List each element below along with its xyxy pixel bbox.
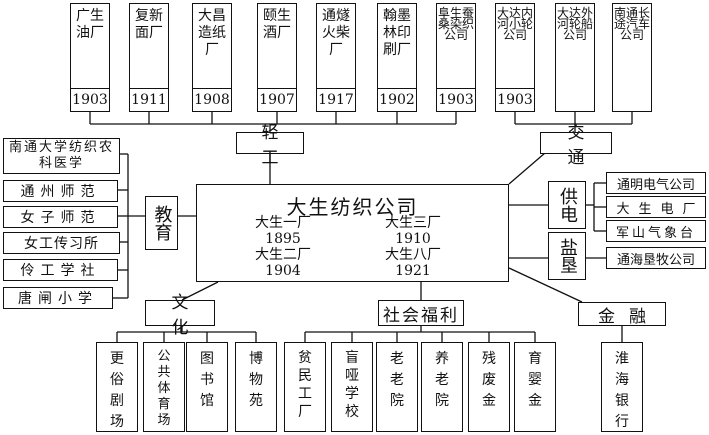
factory-dachang-paper: 大昌造纸厂 1908 (192, 3, 232, 112)
welfare-deaf-blind-school: 盲哑学校 (331, 342, 373, 432)
category-culture: 文化 (145, 293, 215, 338)
power-junshan-observatory: 军山气象台 (606, 220, 706, 242)
power-dasheng-plant: 大生电厂 (606, 196, 706, 218)
welfare-infant-fund: 育婴金 (514, 342, 556, 432)
culture-gengsu-theater: 更俗剧场 (96, 342, 138, 432)
category-education: 教育 (145, 196, 178, 250)
transport-dada-outer-steamship: 大达外河轮船公司 (555, 3, 595, 112)
edu-nantong-university: 南通大学纺织农科医学 (3, 138, 120, 174)
edu-women-workers-school: 女工传习所 (3, 232, 120, 254)
welfare-disability-fund: 残废金 (468, 342, 510, 432)
factory-tongsui-match: 通燧火柴厂 1917 (316, 3, 356, 112)
culture-museum: 博物苑 (235, 342, 277, 432)
welfare-poor-factory: 贫民工厂 (284, 342, 326, 432)
factory-fuxin-flour: 复新面厂 1911 (129, 3, 169, 112)
reclamation-tonghai-company: 通海垦牧公司 (606, 247, 706, 269)
category-power: 供电 (548, 181, 586, 229)
factory-guangsheng-oil: 广生油厂 1903 (70, 3, 110, 112)
center-title: 大生纺织公司 (286, 195, 419, 219)
welfare-nursing-home: 养老院 (421, 342, 463, 432)
edu-tangzha-primary: 唐闸小学 (3, 287, 113, 309)
category-finance: 金融 (578, 302, 666, 327)
finance-huaihai-bank: 淮海银行 (601, 342, 643, 432)
welfare-elders-home: 老老院 (376, 342, 418, 432)
edu-tongzhou-normal: 通州师范 (3, 180, 118, 202)
transport-nantong-bus: 南通长途汽车公司 (612, 3, 652, 112)
factory-fusheng-silk-dyeing: 阜生蚕桑染织公司 1903 (436, 3, 476, 112)
culture-public-stadium: 公共体育场 (143, 342, 185, 432)
culture-library: 图书馆 (186, 342, 228, 432)
edu-linggong-society: 伶工学社 (3, 259, 118, 281)
category-welfare: 社会福利 (378, 300, 464, 326)
category-light-industry: 轻工 (236, 123, 304, 168)
factory-yisheng-wine: 颐生酒厂 1907 (257, 3, 297, 112)
category-transport: 交通 (540, 123, 612, 168)
transport-dada-inland-steamer: 大达内河小轮公司 1903 (495, 3, 535, 112)
category-reclamation: 盐垦 (548, 232, 586, 280)
factory-hanmolin-printing: 翰墨林印刷厂 1902 (377, 3, 417, 112)
edu-women-normal: 女子师范 (3, 206, 118, 228)
power-tongming-electric: 通明电气公司 (606, 172, 706, 194)
